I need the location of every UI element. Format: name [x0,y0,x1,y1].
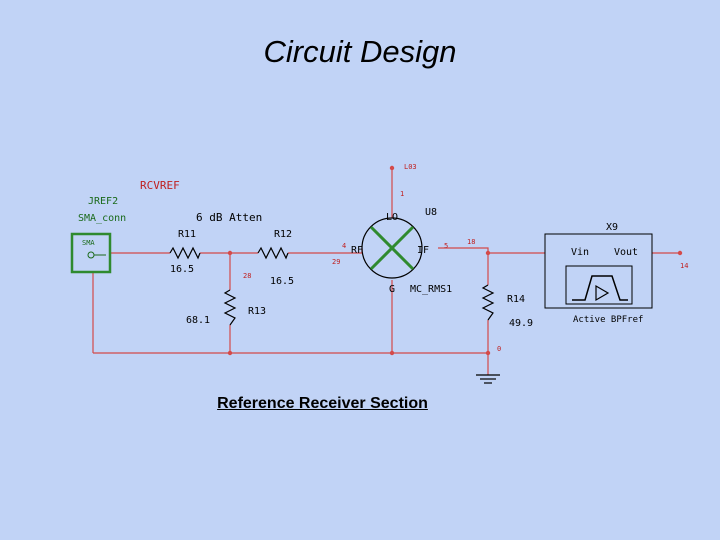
mixer-pin-g: G [389,284,395,295]
filter-pin-vout: Vout [614,247,638,258]
node-label-4: 4 [342,242,346,250]
amplifier-icon [595,284,610,302]
mixer-pin-lo: LO [386,212,398,223]
bandpass-icon [572,275,628,301]
page-title: Circuit Design [263,34,457,69]
ground-icon [476,374,500,384]
resistor-value-r11: 16.5 [170,264,194,275]
filter-model-label: Active BPFref [573,315,643,325]
node-label-28: 28 [243,272,251,280]
filter-inner-box [565,265,633,305]
node-dot [485,350,491,356]
node-dot [227,250,233,256]
node-label-18: 18 [467,238,475,246]
node-dot [485,250,491,256]
section-caption: Reference Receiver Section [217,395,428,412]
wire-if-to-out [438,247,545,254]
resistor-ref-r12: R12 [274,229,292,240]
node-label-14: 14 [680,262,688,270]
mixer-model-label: MC_RMS1 [410,284,452,295]
resistor-r13[interactable] [223,289,237,326]
sma-connector-body [70,232,112,274]
resistor-ref-r11: R11 [178,229,196,240]
sma-label: SMA [82,239,95,247]
resistor-ref-r13: R13 [248,306,266,317]
resistor-r14[interactable] [481,284,495,321]
net-label-rcvref: RCVREF [140,179,180,192]
resistor-value-r14: 49.9 [509,318,533,329]
mixer-circle [361,217,423,279]
resistors [169,246,495,326]
resistor-value-r13: 68.1 [186,315,210,326]
node-label-0: 0 [497,345,501,353]
node-dot [389,165,395,171]
node-label-5: 5 [444,242,448,250]
net-label-l03: L03 [404,163,417,171]
sma-connector[interactable] [70,232,112,274]
resistor-r11[interactable] [169,246,201,260]
node-label-29: 29 [332,258,340,266]
filter-pin-vin: Vin [571,247,589,258]
node-dot [677,250,683,256]
filter-ref-x9: X9 [606,222,618,233]
connector-ref-jref2: JREF2 [88,196,118,207]
node-dot [389,350,395,356]
mixer-ref-u8: U8 [425,207,437,218]
nodes [227,165,683,356]
resistor-r12[interactable] [257,246,289,260]
mixer-cross-b [369,225,415,271]
attenuator-label: 6 dB Atten [196,211,262,224]
filter-box [544,233,653,309]
resistor-value-r12: 16.5 [270,276,294,287]
mixer-pin-rf: RF [351,245,363,256]
filter-x9[interactable] [544,233,653,309]
node-dot [227,350,233,356]
mixer-pin-if: IF [417,245,429,256]
resistor-ref-r14: R14 [507,294,525,305]
connector-type-label: SMA_conn [78,213,126,224]
mixer-u8[interactable] [361,217,423,279]
sma-pin-icon [87,251,95,259]
node-label-1: 1 [400,190,404,198]
